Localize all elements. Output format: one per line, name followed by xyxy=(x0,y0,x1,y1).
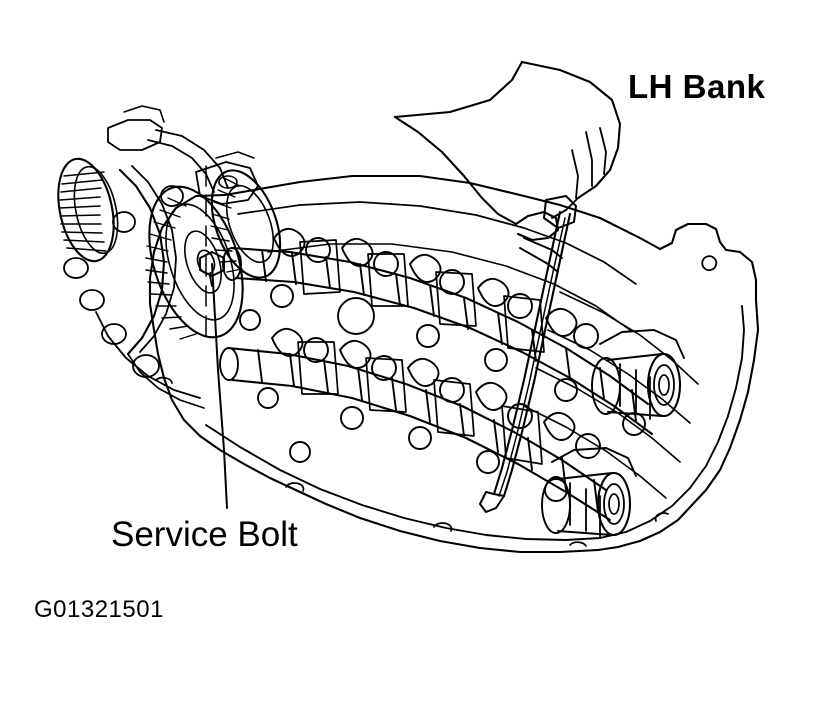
bearing-caps-and-lifters xyxy=(239,237,646,502)
service-bolt-callout xyxy=(199,251,228,509)
lh-bank-label: LH Bank xyxy=(628,68,766,105)
service-bolt-label: Service Bolt xyxy=(111,515,298,554)
technician-hand xyxy=(393,60,622,273)
camshaft-right-ends xyxy=(541,329,685,539)
service-tool-shaft xyxy=(479,195,577,513)
figure-code-label: G01321501 xyxy=(34,596,164,623)
cylinder-head-casting xyxy=(148,174,760,554)
timing-drive-assembly xyxy=(57,105,282,409)
